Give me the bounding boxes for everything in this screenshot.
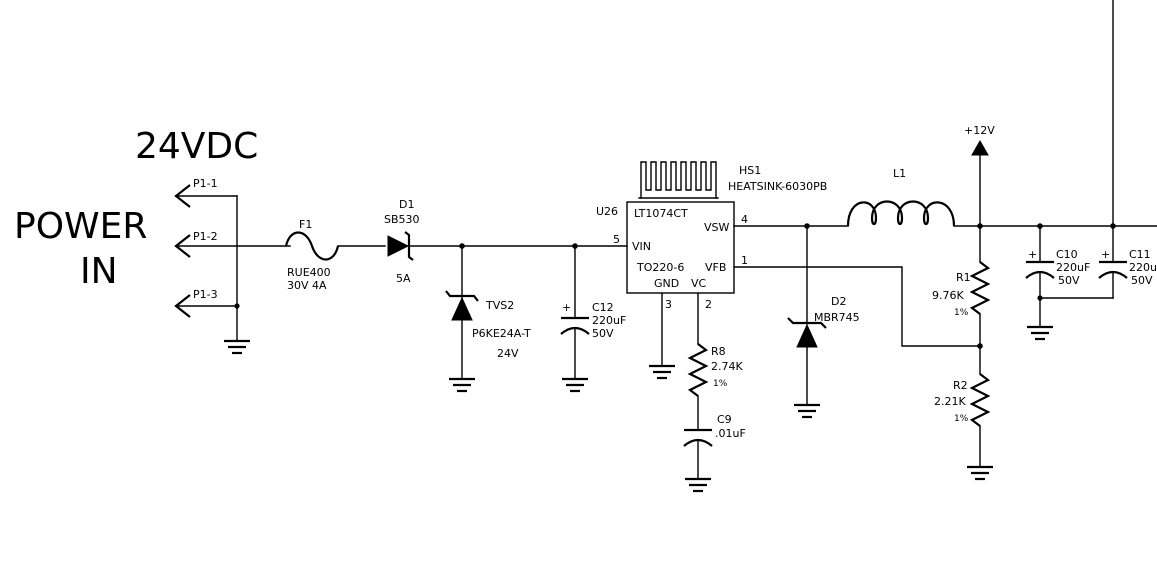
capacitor-c12: + C12 220uF 50V (560, 245, 626, 379)
r2-tol: 1% (954, 414, 969, 424)
tvs-rating: 24V (497, 347, 519, 360)
title-voltage: 24VDC (135, 126, 258, 167)
fuse-f1: F1 RUE400 30V 4A (284, 218, 386, 292)
pin-label-p1-2: P1-2 (193, 230, 218, 243)
c10-voltage: 50V (1058, 274, 1080, 287)
diode-d1-part: SB530 (384, 213, 420, 226)
c10-ref: C10 (1056, 248, 1078, 261)
d2-ref: D2 (831, 295, 846, 308)
pin-label-p1-1: P1-1 (193, 177, 218, 190)
inductor-l1: L1 (846, 167, 1157, 227)
connector-pin-2: P1-2 (174, 230, 291, 258)
title-in: IN (80, 251, 118, 292)
d2-part: MBR745 (814, 311, 860, 324)
r1-value: 9.76K (932, 289, 964, 302)
c11-voltage: 50V (1131, 274, 1153, 287)
connector-p1: P1-1 P1-2 P1-3 (174, 177, 291, 341)
tvs-ref: TVS2 (485, 299, 514, 312)
connector-pin-1: P1-1 (174, 177, 238, 208)
ground-c12 (562, 377, 588, 393)
ground-tvs (449, 377, 475, 393)
fuse-part: RUE400 (287, 266, 331, 279)
pin-num-gnd: 3 (665, 298, 672, 311)
fuse-ref: F1 (299, 218, 312, 231)
ground-r2 (967, 465, 993, 481)
inductor-ref: L1 (893, 167, 906, 180)
pin-num-vc: 2 (705, 298, 712, 311)
ground-d2 (794, 403, 820, 419)
regulator-pin-vin: VIN (632, 240, 651, 253)
c10-polarity: + (1028, 248, 1037, 261)
pin-num-vfb: 1 (741, 254, 748, 267)
resistor-r1: R1 9.76K 1% (932, 225, 991, 375)
resistor-r2: R2 2.21K 1% (934, 373, 991, 467)
tvs-part: P6KE24A-T (472, 327, 531, 340)
regulator-package: TO220-6 (636, 261, 684, 274)
capacitor-c9: C9 .01uF (683, 413, 746, 479)
title-power: POWER (14, 206, 147, 247)
r2-ref: R2 (953, 379, 968, 392)
heatsink-ref: HS1 (739, 164, 761, 177)
c12-value: 220uF (592, 314, 626, 327)
regulator-u26: U26 LT1074CT VIN VSW TO220-6 VFB GND VC … (596, 201, 748, 311)
pin-num-vsw: 4 (741, 213, 748, 226)
heatsink-part: HEATSINK-6030PB (728, 180, 827, 193)
c11-polarity: + (1101, 248, 1110, 261)
regulator-part: LT1074CT (634, 207, 688, 220)
c12-polarity: + (562, 301, 571, 314)
ground-connector (224, 339, 250, 355)
r8-value: 2.74K (711, 360, 743, 373)
c12-ref: C12 (592, 301, 614, 314)
heatsink-hs1: HS1 HEATSINK-6030PB (638, 161, 827, 199)
pin-num-vin: 5 (613, 233, 620, 246)
c12-voltage: 50V (592, 327, 614, 340)
r8-ref: R8 (711, 345, 726, 358)
regulator-pin-vsw: VSW (704, 221, 730, 234)
capacitor-c10: + C10 220uF 50V (1025, 225, 1090, 327)
regulator-ref: U26 (596, 205, 618, 218)
r8-tol: 1% (713, 379, 728, 389)
diode-d2: D2 MBR745 (787, 225, 860, 405)
ground-c9 (685, 477, 711, 493)
rail-12v: +12V (964, 124, 995, 227)
diode-d1: D1 SB530 5A (384, 198, 576, 285)
pin-label-p1-3: P1-3 (193, 288, 218, 301)
fuse-rating: 30V 4A (287, 279, 327, 292)
diode-d1-ref: D1 (399, 198, 414, 211)
feedback-wire (733, 266, 981, 347)
tvs-diode-tvs2: TVS2 P6KE24A-T 24V (445, 245, 531, 379)
c10-value: 220uF (1056, 261, 1090, 274)
regulator-pin-vc: VC (691, 277, 707, 290)
ground-regulator (649, 364, 675, 380)
c9-ref: C9 (717, 413, 732, 426)
resistor-r8: R8 2.74K 1% (687, 292, 743, 431)
c11-ref: C11 (1129, 248, 1151, 261)
regulator-pin-vfb: VFB (705, 261, 726, 274)
r2-value: 2.21K (934, 395, 966, 408)
c11-value: 220uF (1129, 261, 1157, 274)
diode-d1-rating: 5A (396, 272, 411, 285)
regulator-pin-gnd: GND (654, 277, 679, 290)
c9-value: .01uF (715, 427, 746, 440)
ground-c10 (1027, 325, 1053, 341)
capacitor-c11: + C11 220uF 50V (1098, 225, 1157, 299)
r1-ref: R1 (956, 271, 971, 284)
rail-label: +12V (964, 124, 995, 137)
connector-pin-3: P1-3 (174, 288, 238, 318)
r1-tol: 1% (954, 308, 969, 318)
